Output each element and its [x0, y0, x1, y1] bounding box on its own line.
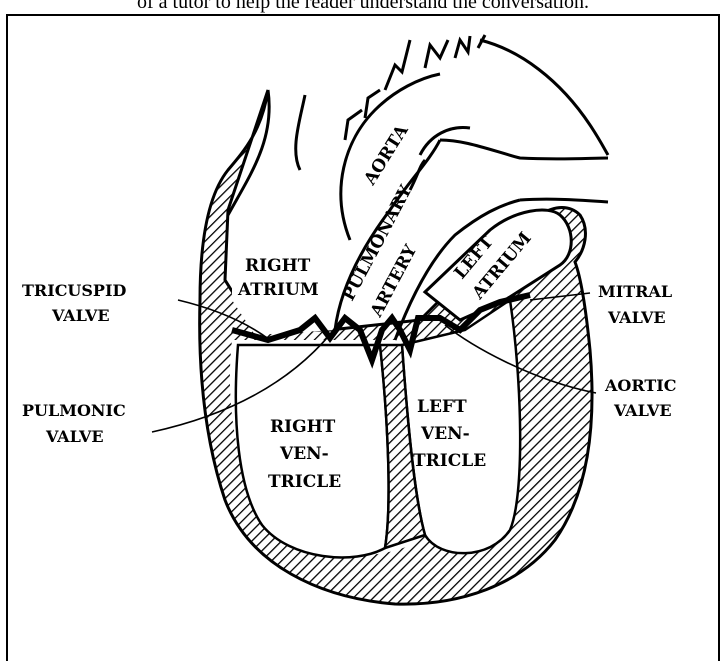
right-atrium — [232, 170, 350, 335]
label-mitral-1: MITRAL — [598, 282, 672, 301]
label-right-atrium-1: RIGHT — [245, 256, 311, 276]
label-left-ventricle-2: VEN- — [420, 424, 470, 444]
label-aortic-2: VALVE — [613, 401, 672, 420]
aortic-branch-4 — [425, 40, 448, 68]
label-mitral-2: VALVE — [607, 308, 666, 327]
label-tricuspid-1: TRICUSPID — [22, 281, 126, 300]
label-tricuspid-2: VALVE — [51, 306, 110, 325]
label-left-ventricle-1: LEFT — [417, 397, 467, 417]
aortic-branch-3 — [385, 40, 410, 90]
aortic-branch-5 — [455, 36, 470, 58]
aortic-branch-1 — [345, 110, 362, 140]
label-aorta: AORTA — [360, 121, 413, 190]
label-aortic-1: AORTIC — [604, 376, 677, 395]
pulmonary-branch — [520, 199, 608, 202]
pulmonary-top — [440, 140, 608, 159]
label-left-ventricle-3: TRICLE — [413, 451, 486, 471]
label-right-ventricle-3: TRICLE — [268, 472, 341, 492]
svc-right-edge — [296, 95, 305, 170]
label-right-ventricle-2: VEN- — [279, 444, 329, 464]
aorta-arch — [480, 40, 608, 155]
label-pulmonic-2: VALVE — [45, 427, 104, 446]
label-right-ventricle-1: RIGHT — [270, 417, 336, 437]
label-right-atrium-2: ATRIUM — [237, 280, 319, 300]
aorta-notch — [410, 160, 425, 190]
label-pulmonic-1: PULMONIC — [22, 401, 126, 420]
